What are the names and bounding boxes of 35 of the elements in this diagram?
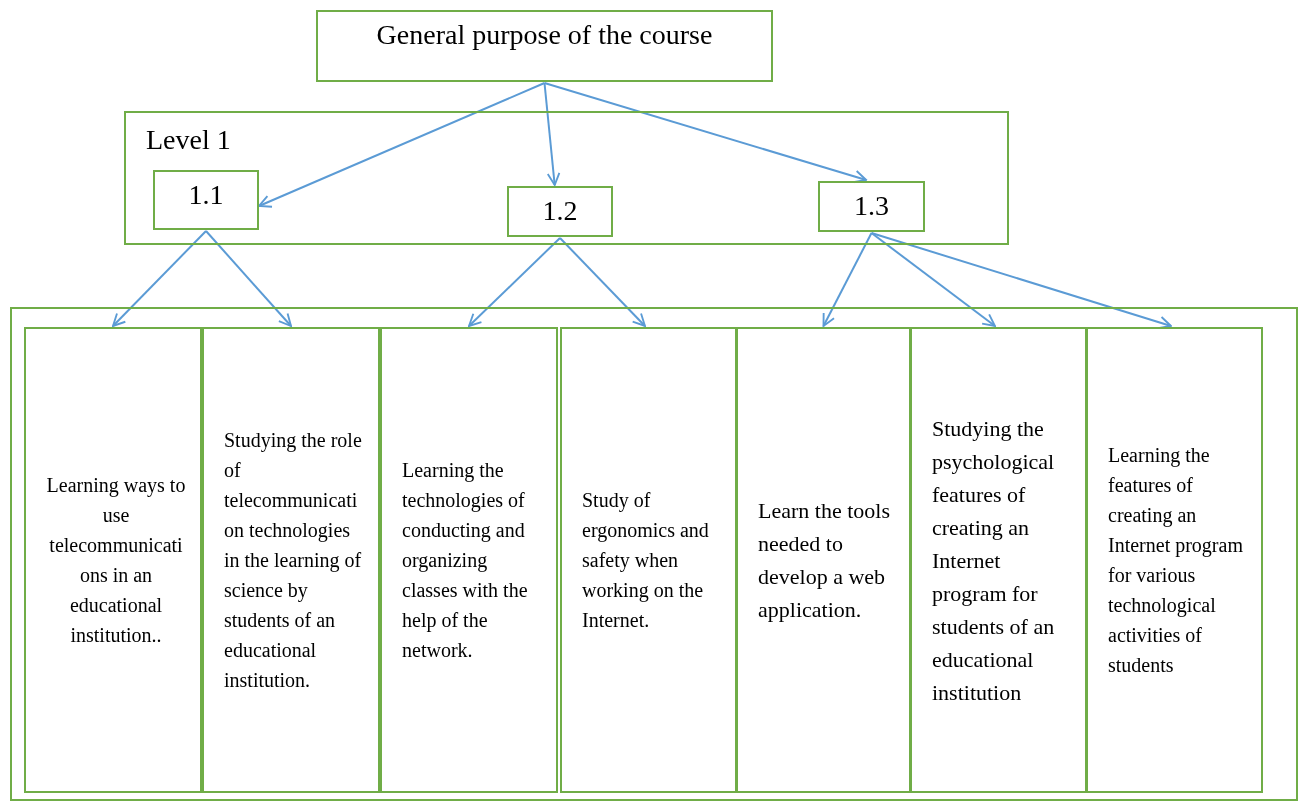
arrow [559, 237, 646, 327]
goal-column [736, 327, 911, 793]
arrow [205, 230, 292, 327]
arrow [870, 232, 1172, 330]
arrow [822, 232, 873, 327]
node-label: 1.3 [854, 189, 889, 223]
arrow [258, 82, 546, 208]
node-label: Learning the features of creating an Internet program for various technological activities of students [1108, 443, 1244, 678]
sub-goal-box [818, 181, 925, 232]
goal-column [910, 327, 1087, 793]
node-label: Studying the psychological features of creating an Internet program for students of an educational institution [932, 414, 1056, 707]
node-label: Learning the technologies of conducting and organizing classes with the help of the network. [402, 458, 529, 663]
node-label: 1.2 [542, 194, 578, 228]
arrow [543, 82, 561, 186]
node-label: Study of ergonomics and safety when working on the Internet. [582, 488, 710, 633]
arrow [468, 237, 561, 327]
goal-column [1086, 327, 1263, 793]
goal-column [380, 327, 558, 793]
sub-goal-box [507, 186, 613, 237]
arrow [112, 230, 207, 327]
sub-goal-box [153, 170, 259, 230]
arrow [543, 82, 868, 184]
goal-column [560, 327, 737, 793]
node-label: General purpose of the course [376, 18, 713, 52]
purpose-box [316, 10, 773, 82]
level-band [124, 111, 1009, 245]
node-label: 1.1 [188, 178, 224, 212]
container-box [10, 307, 1298, 801]
goal-column [24, 327, 202, 793]
node-label: Studying the role of telecommunication technologies in the learning of science by students of an educational institution. [224, 428, 363, 693]
node-label: Learn the tools needed to develop a web application. [758, 497, 891, 624]
node-label: Learning ways to use telecommunications in an educational institution.. [46, 473, 186, 648]
node-label: Level 1 [146, 123, 231, 157]
goal-column [202, 327, 380, 793]
arrow [870, 232, 996, 327]
